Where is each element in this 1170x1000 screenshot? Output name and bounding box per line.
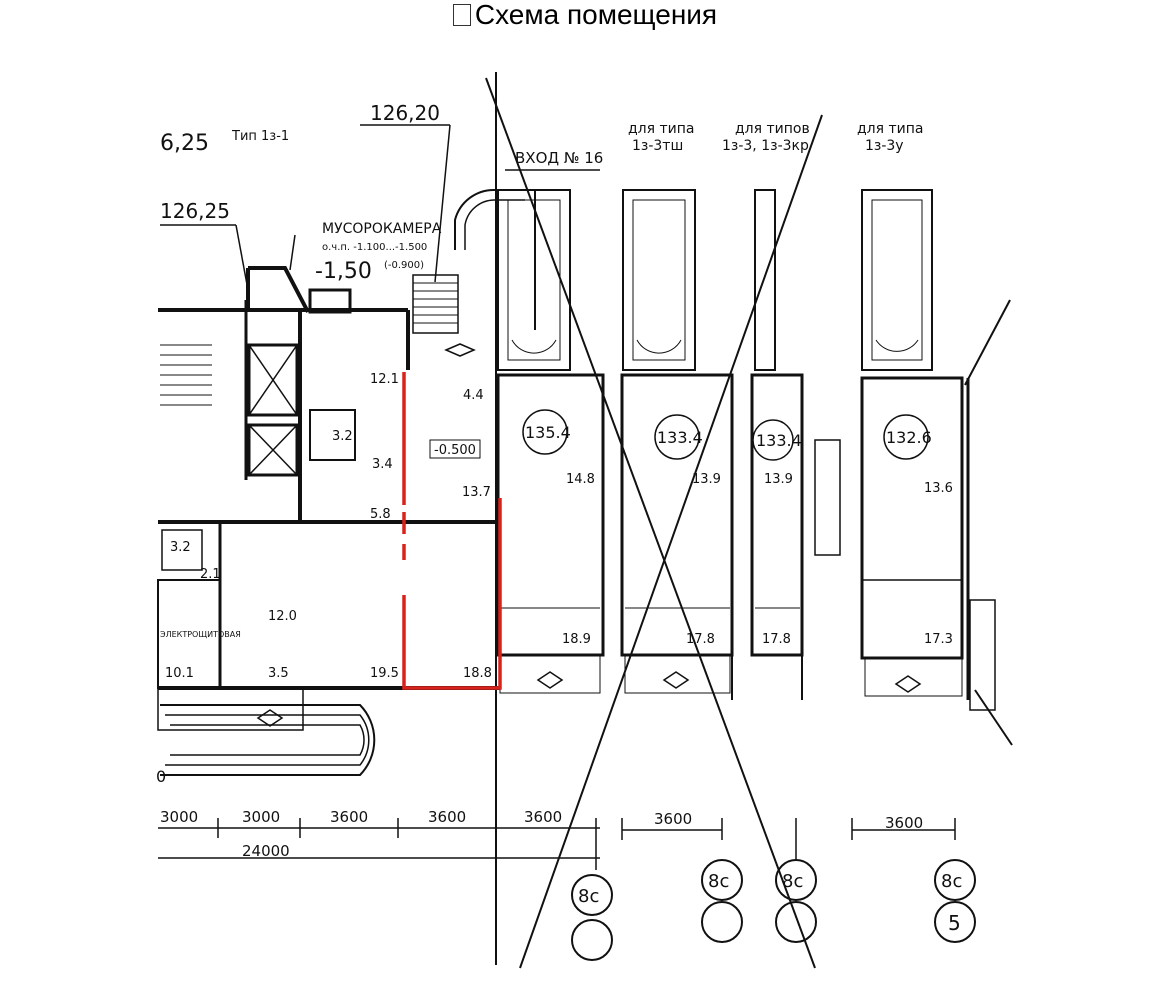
- level-minus-1-50: -1,50: [315, 259, 372, 284]
- elev-126-25: 126,25: [160, 199, 230, 223]
- type-3u-line1: для типа: [857, 121, 924, 137]
- elev-126-20: 126,20: [370, 101, 440, 125]
- page-title-text: Схема помещения: [474, 0, 718, 30]
- axis-bubble-2: 8c: [708, 871, 729, 892]
- room-19-5: 19.5: [370, 666, 399, 681]
- type-3u-line2: 1з-3у: [865, 138, 904, 154]
- dim-2: 3000: [242, 808, 280, 826]
- plan-linework: [157, 72, 1013, 969]
- room-14-8: 14.8: [566, 472, 595, 487]
- level-minus-0-900: (-0.900): [384, 260, 424, 271]
- room-3-4: 3.4: [372, 457, 393, 472]
- dim-total: 24000: [242, 842, 290, 860]
- room-13-9a: 13.9: [692, 472, 721, 487]
- axis-bubble-1: 8c: [578, 886, 599, 907]
- dim-7: 3600: [885, 814, 923, 832]
- type-3tsh-line1: для типа: [628, 121, 695, 137]
- trash-room-label: МУСОРОКАМЕРА: [322, 221, 442, 237]
- room-circle-3: 133.4: [756, 431, 802, 450]
- type-3tsh-line2: 1з-3тш: [632, 138, 683, 154]
- axis-bubble-4: 8c: [941, 871, 962, 892]
- type-label: Тип 1з-1: [231, 129, 289, 144]
- page-title: Схема помещения: [0, 0, 1170, 30]
- room-17-8b: 17.8: [762, 632, 791, 647]
- room-13-9b: 13.9: [764, 472, 793, 487]
- dim-1: 3000: [160, 808, 198, 826]
- room-13-7: 13.7: [462, 485, 491, 500]
- axis-bubble-3: 8c: [782, 871, 803, 892]
- dim-3: 3600: [330, 808, 368, 826]
- room-3-5: 3.5: [268, 666, 289, 681]
- room-17-8a: 17.8: [686, 632, 715, 647]
- plan-labels: 6,25 Тип 1з-1 126,20 126,25 ВХОД № 16 МУ…: [160, 101, 924, 284]
- type-3kr-line1: для типов: [735, 121, 810, 137]
- level-minus-0-500: -0.500: [434, 443, 476, 458]
- dim-4: 3600: [428, 808, 466, 826]
- room-18-8: 18.8: [463, 666, 492, 681]
- room-circle-1: 135.4: [525, 423, 571, 442]
- room-12-1: 12.1: [370, 372, 399, 387]
- room-10-1: 10.1: [165, 666, 194, 681]
- room-3-2b: 3.2: [170, 540, 191, 555]
- axis-bubble-5: 5: [948, 911, 961, 935]
- elev-top-left: 6,25: [160, 131, 209, 156]
- room-circle-4: 132.6: [886, 428, 932, 447]
- room-2-1: 2.1: [200, 567, 221, 582]
- dim-6: 3600: [654, 810, 692, 828]
- room-13-6: 13.6: [924, 481, 953, 496]
- room-4-4: 4.4: [463, 388, 484, 403]
- room-elect: ЭЛЕКТРОЩИТОВАЯ: [160, 630, 241, 639]
- room-12-0: 12.0: [268, 609, 297, 624]
- axis-left: 0: [156, 767, 166, 786]
- room-circle-2: 133.4: [657, 428, 703, 447]
- room-17-3: 17.3: [924, 632, 953, 647]
- room-18-9: 18.9: [562, 632, 591, 647]
- room-3-2a: 3.2: [332, 429, 353, 444]
- premises-highlight: [402, 372, 502, 690]
- type-3kr-line2: 1з-3, 1з-3кр: [722, 138, 809, 154]
- trash-marks: о.ч.п. -1.100...-1.500: [322, 242, 427, 253]
- entrance-label: ВХОД № 16: [515, 149, 603, 167]
- room-areas: -0.500 135.4 133.4 133.4 132.6 12.1 4.4 …: [156, 372, 962, 935]
- dim-5: 3600: [524, 808, 562, 826]
- missing-glyph-icon: [452, 4, 471, 26]
- room-5-8: 5.8: [370, 507, 391, 522]
